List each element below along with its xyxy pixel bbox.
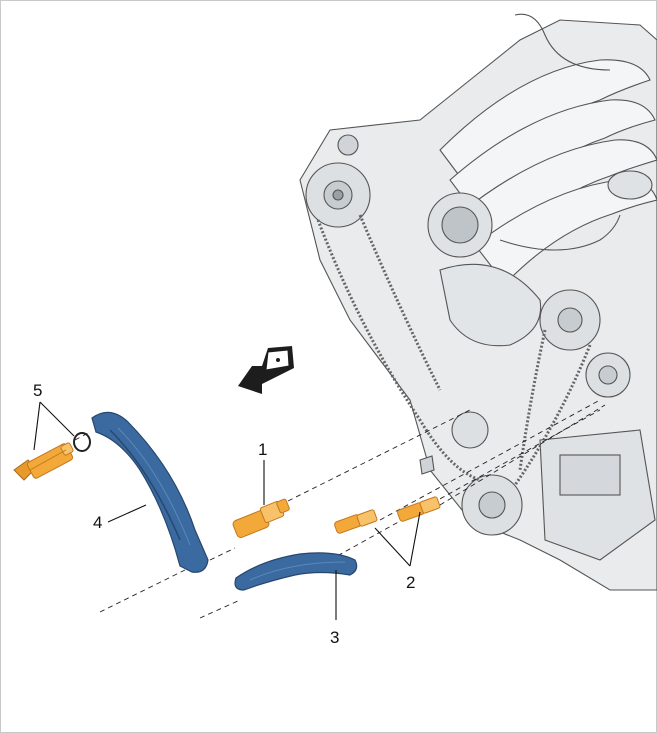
callout-5: 5	[33, 381, 42, 400]
leader-lines	[33, 401, 421, 620]
callout-4: 4	[93, 513, 102, 532]
part-2-pin-b	[397, 496, 441, 522]
part-4-guide-rail	[91, 411, 209, 573]
engine-block	[299, 13, 657, 591]
part-2-bearing-pins	[334, 496, 441, 534]
part-1-bearing-pin	[232, 498, 290, 539]
travel-direction-arrow-icon	[238, 346, 294, 394]
part-2-pin-a	[334, 509, 378, 534]
callout-1: 1	[258, 440, 267, 459]
assembly-lines	[74, 399, 606, 619]
callout-2: 2	[406, 573, 415, 592]
callout-3: 3	[330, 628, 339, 647]
part-5-seal-ring	[73, 432, 91, 452]
part-3-tensioning-rail	[234, 552, 358, 591]
part-5-tensioner	[13, 442, 74, 481]
